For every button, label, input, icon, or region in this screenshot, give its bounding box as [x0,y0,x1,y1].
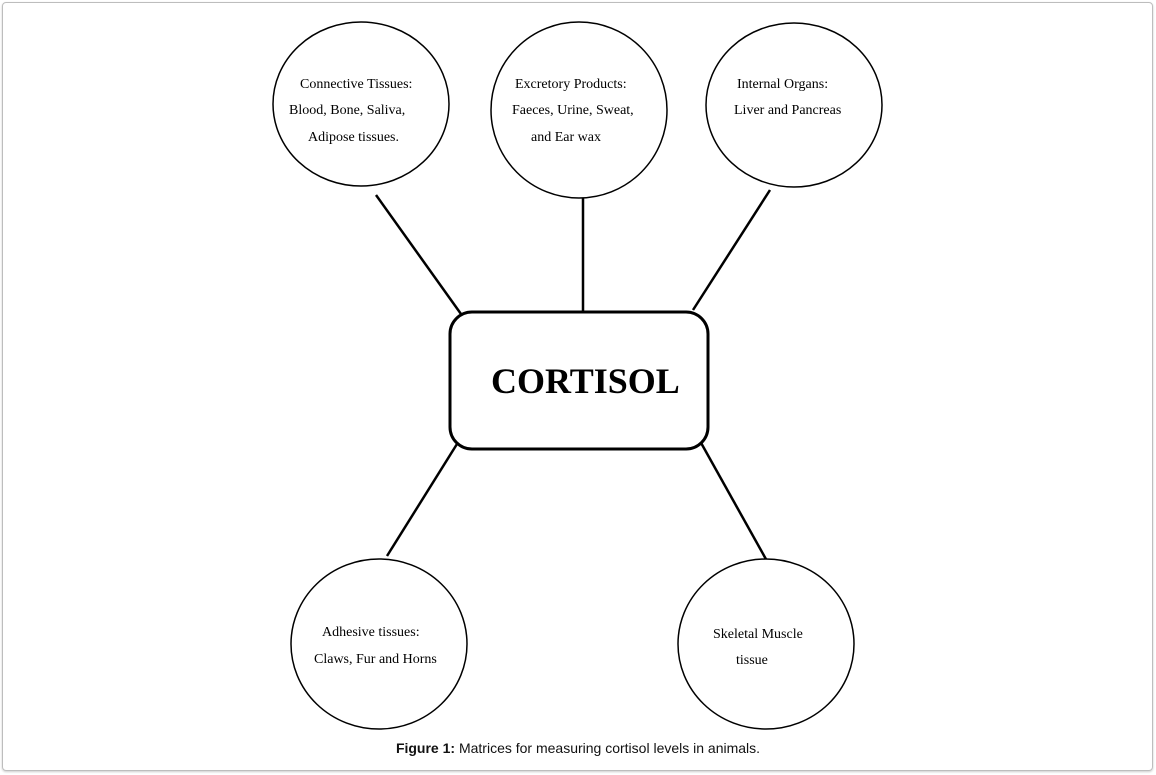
connector-3 [691,189,772,311]
cortisol-label: CORTISOL [491,361,680,401]
node-text: Internal Organs: [737,77,828,92]
node-skeletal-muscle [677,558,855,730]
node-connective-tissues [272,21,450,187]
connector-5 [698,440,769,562]
node-text: Excretory Products: [515,77,627,92]
node-internal-organs [705,22,883,188]
caption-label: Figure 1: [395,740,456,756]
node-text: Connective Tissues: [300,77,412,92]
connector-1 [374,194,463,315]
connector-4 [385,443,459,557]
node-text: Claws, Fur and Horns [314,652,437,667]
node-text: Faeces, Urine, Sweat, [512,103,634,118]
node-excretory-products [490,21,668,199]
node-adhesive-tissues [290,558,468,730]
node-text: Adipose tissues. [308,130,399,145]
node-text: and Ear wax [531,130,601,145]
caption-text: Matrices for measuring cortisol levels i… [455,740,761,756]
node-text: Skeletal Muscle [713,627,803,642]
node-text: tissue [736,653,768,668]
node-text: Blood, Bone, Saliva, [289,103,405,118]
figure-caption: Figure 1: Matrices for measuring cortiso… [0,740,1156,756]
node-text: Adhesive tissues: [322,625,420,640]
cortisol-box [448,310,710,451]
node-text: Liver and Pancreas [734,103,841,118]
